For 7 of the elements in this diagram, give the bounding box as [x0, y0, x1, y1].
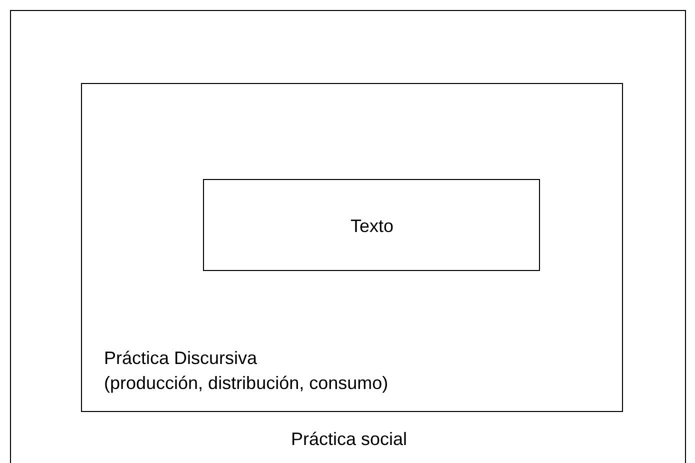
- box-label: Texto: [350, 216, 394, 238]
- frame-box: [81, 83, 623, 412]
- box-sublabel: (producción, distribución, consumo): [104, 373, 388, 395]
- box-label: Práctica Discursiva: [104, 348, 258, 370]
- box-label: Práctica social: [290, 429, 408, 451]
- frame-box: [10, 10, 686, 463]
- frame-box: [203, 179, 540, 271]
